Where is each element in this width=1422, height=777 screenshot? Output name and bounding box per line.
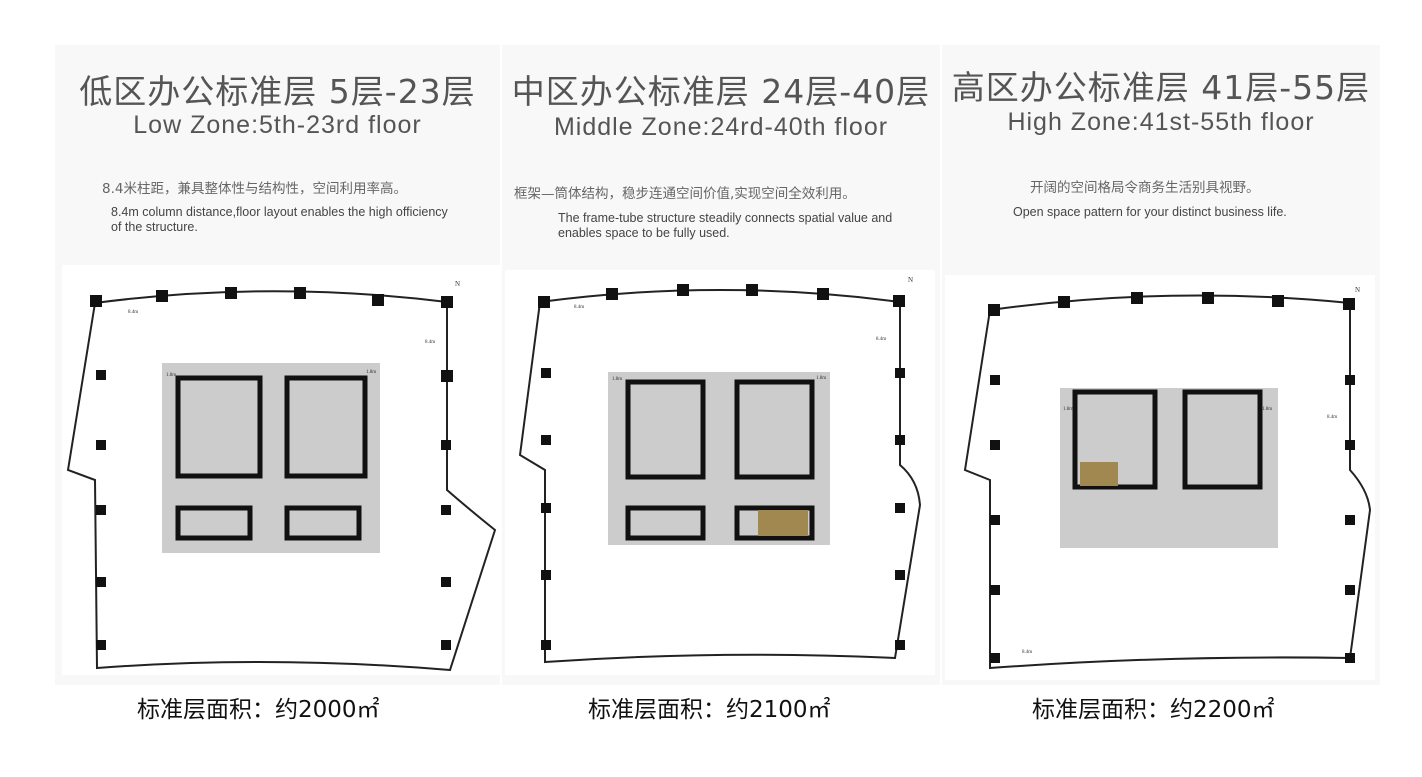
dimension-label: 8.4m	[128, 310, 138, 315]
middle-zone-floor-plan: 8.4m 8.4m 1.8m 1.8m N	[505, 270, 935, 675]
low-zone-desc-en: 8.4m column distance,floor layout enable…	[111, 205, 448, 234]
dimension-label: 1.8m	[166, 373, 176, 378]
middle-zone-desc-en: The frame-tube structure steadily connec…	[558, 211, 893, 240]
dimension-label: 1.8m	[816, 376, 826, 381]
high-zone-desc-cn: 开阔的空间格局令商务生活别具视野。	[1030, 180, 1260, 196]
high-zone-title-en: High Zone:41st-55th floor	[1007, 108, 1315, 136]
low-zone-title-cn: 低区办公标准层 5层-23层	[79, 72, 476, 111]
high-zone-area: 标准层面积：约2200㎡	[1032, 697, 1275, 723]
middle-zone-title-cn: 中区办公标准层 24层-40层	[511, 72, 931, 111]
dimension-label: 8.4m	[1022, 650, 1032, 655]
dimension-label: 1.8m	[612, 377, 622, 382]
high-zone-desc-en: Open space pattern for your distinct bus…	[1013, 205, 1287, 219]
north-arrow-icon: N	[908, 276, 913, 284]
high-zone-floor-plan: 8.4m 8.4m 1.8m 1.8m N	[945, 275, 1375, 680]
dimension-label: 8.4m	[425, 340, 435, 345]
middle-zone-area: 标准层面积：约2100㎡	[588, 697, 831, 723]
middle-zone-desc-cn: 框架—筒体结构，稳步连通空间价值,实现空间全效利用。	[514, 186, 856, 202]
dimension-label: 1.8m	[366, 370, 376, 375]
high-zone-title-cn: 高区办公标准层 41层-55层	[951, 68, 1371, 107]
dimension-label: 8.4m	[876, 337, 886, 342]
low-zone-title-en: Low Zone:5th-23rd floor	[133, 111, 422, 139]
low-zone-desc-cn: 8.4米柱距，兼具整体性与结构性，空间利用率高。	[102, 181, 407, 197]
dimension-label: 1.8m	[1262, 407, 1272, 412]
low-zone-floor-plan: 8.4m 8.4m 1.8m 1.8m N	[62, 265, 500, 675]
dimension-label: 1.8m	[1063, 407, 1073, 412]
dimension-label: 8.4m	[1327, 415, 1337, 420]
north-arrow-icon: N	[455, 280, 460, 288]
dimension-label: 8.4m	[574, 305, 584, 310]
middle-zone-title-en: Middle Zone:24rd-40th floor	[553, 113, 889, 141]
low-zone-area: 标准层面积：约2000㎡	[137, 697, 380, 723]
north-arrow-icon: N	[1355, 286, 1360, 294]
